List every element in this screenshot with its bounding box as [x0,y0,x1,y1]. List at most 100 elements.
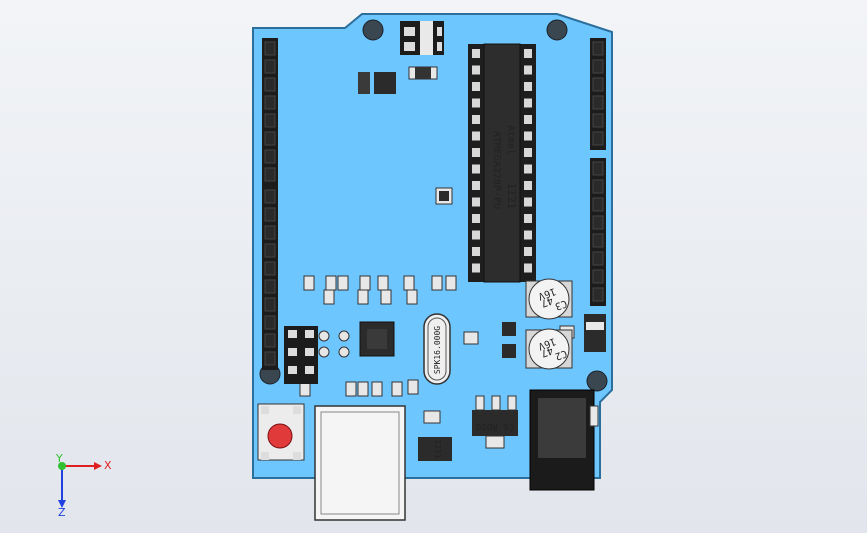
usb-b-connector [314,405,406,521]
icsp-header-top [400,21,444,55]
smd-resistor-array [358,66,438,94]
smd-component [380,289,392,305]
header-pin [264,297,276,312]
cap-c3-ref: C3 [553,297,568,311]
header-pin [264,113,276,128]
header-pin [264,149,276,164]
mcu-pin [472,131,480,141]
diode [584,314,606,352]
capacitor-c3: 47 16V C3 [525,278,573,320]
header-pin [264,77,276,92]
header-pin [264,333,276,348]
header-pin [592,233,604,248]
mcu-pin [524,181,532,190]
header-pin [592,197,604,212]
led-pads [318,330,350,358]
header-pin [592,131,604,146]
mcu-pin [472,214,480,223]
smd-component [445,275,457,291]
crystal-label: SPK16.000G [433,326,442,374]
header-right-top [590,38,606,150]
smd-component [371,381,383,397]
mcu-part: ATMEGA328P-PU [491,131,502,209]
dc-power-jack [529,389,599,491]
mcu-chip: Atmel 1121 ATMEGA328P-PU [468,43,536,283]
header-pin [592,269,604,284]
header-pin [264,189,276,204]
header-pin [264,351,276,366]
smd-component [337,275,349,291]
header-pin [264,315,276,330]
mcu-pin [524,164,532,174]
mcu-pin [472,230,480,240]
mcu-pin [524,65,532,75]
smd-component [299,381,311,397]
header-pin [264,41,276,56]
header-pin [592,95,604,110]
smd-component [357,381,369,397]
header-pin [592,287,604,302]
smd-component [403,275,415,291]
axis-y-label: Y [55,452,63,465]
mcu-pin [472,82,480,91]
header-left-bottom [262,186,278,370]
mcu-pin [524,230,532,240]
mcu-code: 1121 [505,183,518,210]
icsp-header-bottom [284,326,318,384]
smd-component [345,381,357,397]
small-regulator-chip: 1211 [418,410,452,461]
mcu-pin [524,82,532,91]
header-pin [264,279,276,294]
header-pin [592,161,604,176]
cap-c2-ref: C2 [553,347,568,361]
axis-z-label: Z [58,506,66,519]
smd-component [406,289,418,305]
header-left-top [262,38,278,186]
smd-component [359,275,371,291]
mcu-logo: Atmel [505,125,516,155]
smd-component [431,275,443,291]
mcu-pin [524,131,532,141]
header-pin [264,243,276,258]
header-pin [592,77,604,92]
header-pin [592,251,604,266]
cap-c2-value: 47 [539,344,554,358]
mcu-pin [472,263,480,273]
header-pin [264,207,276,222]
smd-component [391,381,403,397]
mcu-pin [472,197,480,207]
mcu-pin [524,263,532,273]
axis-x-label: X [104,459,112,472]
header-pin [592,41,604,56]
crystal-oscillator: SPK16.000G [423,313,451,385]
mcu-pin [472,164,480,174]
smd-component [323,289,335,305]
mcu-pin [524,98,532,108]
axis-triad: X Y Z [55,452,112,519]
header-pin [264,131,276,146]
voltage-regulator: C6 RD10 [472,395,518,449]
mcu-pin [472,98,480,108]
smd-component [407,379,419,395]
header-pin [592,179,604,194]
usb-interface-chip [359,321,395,357]
mcu-pin [472,148,480,157]
header-pin [264,95,276,110]
header-right-bottom [590,158,606,306]
mcu-pin [524,115,532,124]
mcu-pin [524,148,532,157]
header-pin [592,113,604,128]
smd-component [357,289,369,305]
mcu-pin [472,247,480,256]
header-pin [264,261,276,276]
reset-button[interactable] [257,403,305,461]
regulator-label: C6 RD10 [476,421,514,431]
mcu-pin [472,65,480,75]
mcu-pin [524,49,532,58]
mcu-pin [472,49,480,58]
smd-resistor-row [299,275,457,397]
smd-component [377,275,389,291]
small-chip-label: 1211 [433,439,442,458]
smd-component [303,275,315,291]
